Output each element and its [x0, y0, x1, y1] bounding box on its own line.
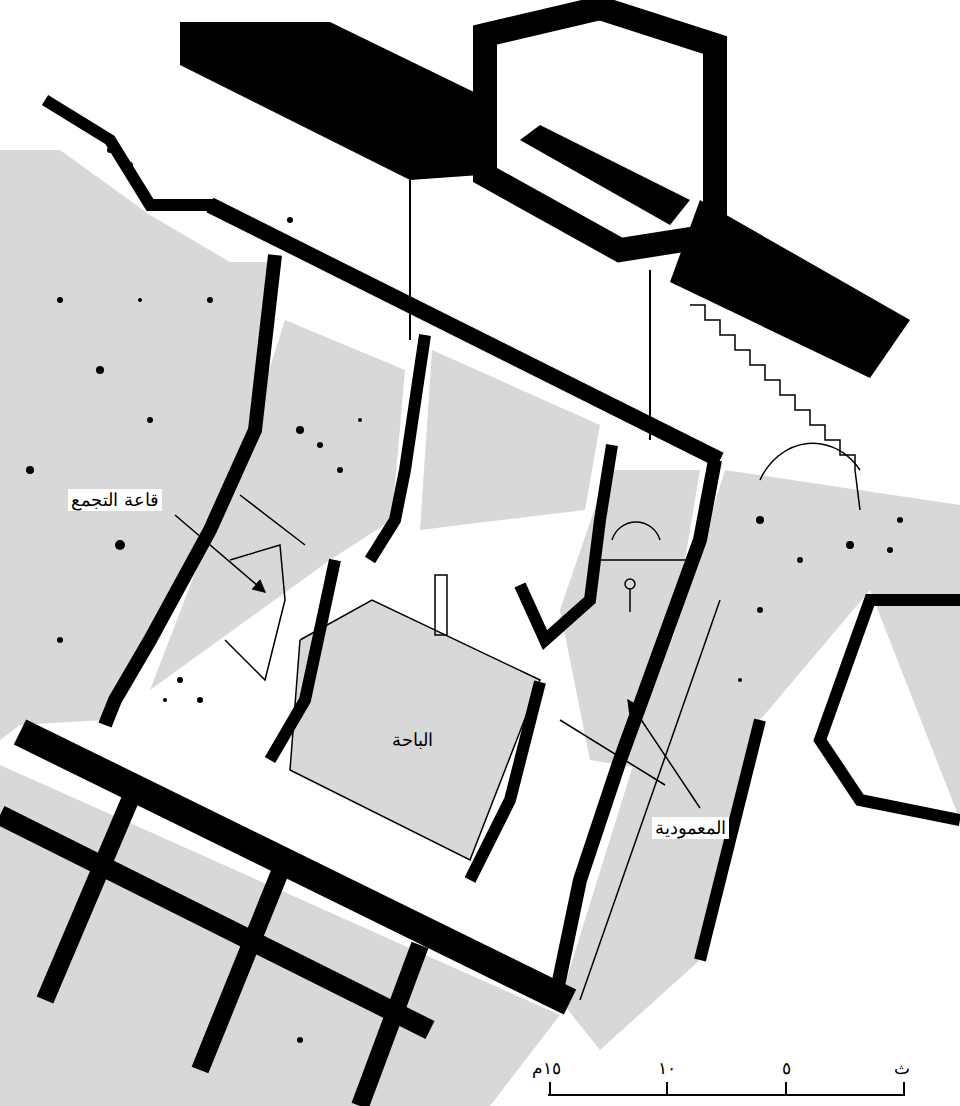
- room-label: قاعة التجمع: [68, 489, 162, 511]
- room-label: الباحة: [392, 729, 433, 751]
- scale-number: ث: [894, 1058, 910, 1078]
- scale-number: ٥: [782, 1058, 791, 1078]
- room-label: المعمودية: [652, 817, 729, 839]
- scale-number: ١٥م: [532, 1058, 561, 1078]
- scale-number: ١٠: [658, 1058, 676, 1078]
